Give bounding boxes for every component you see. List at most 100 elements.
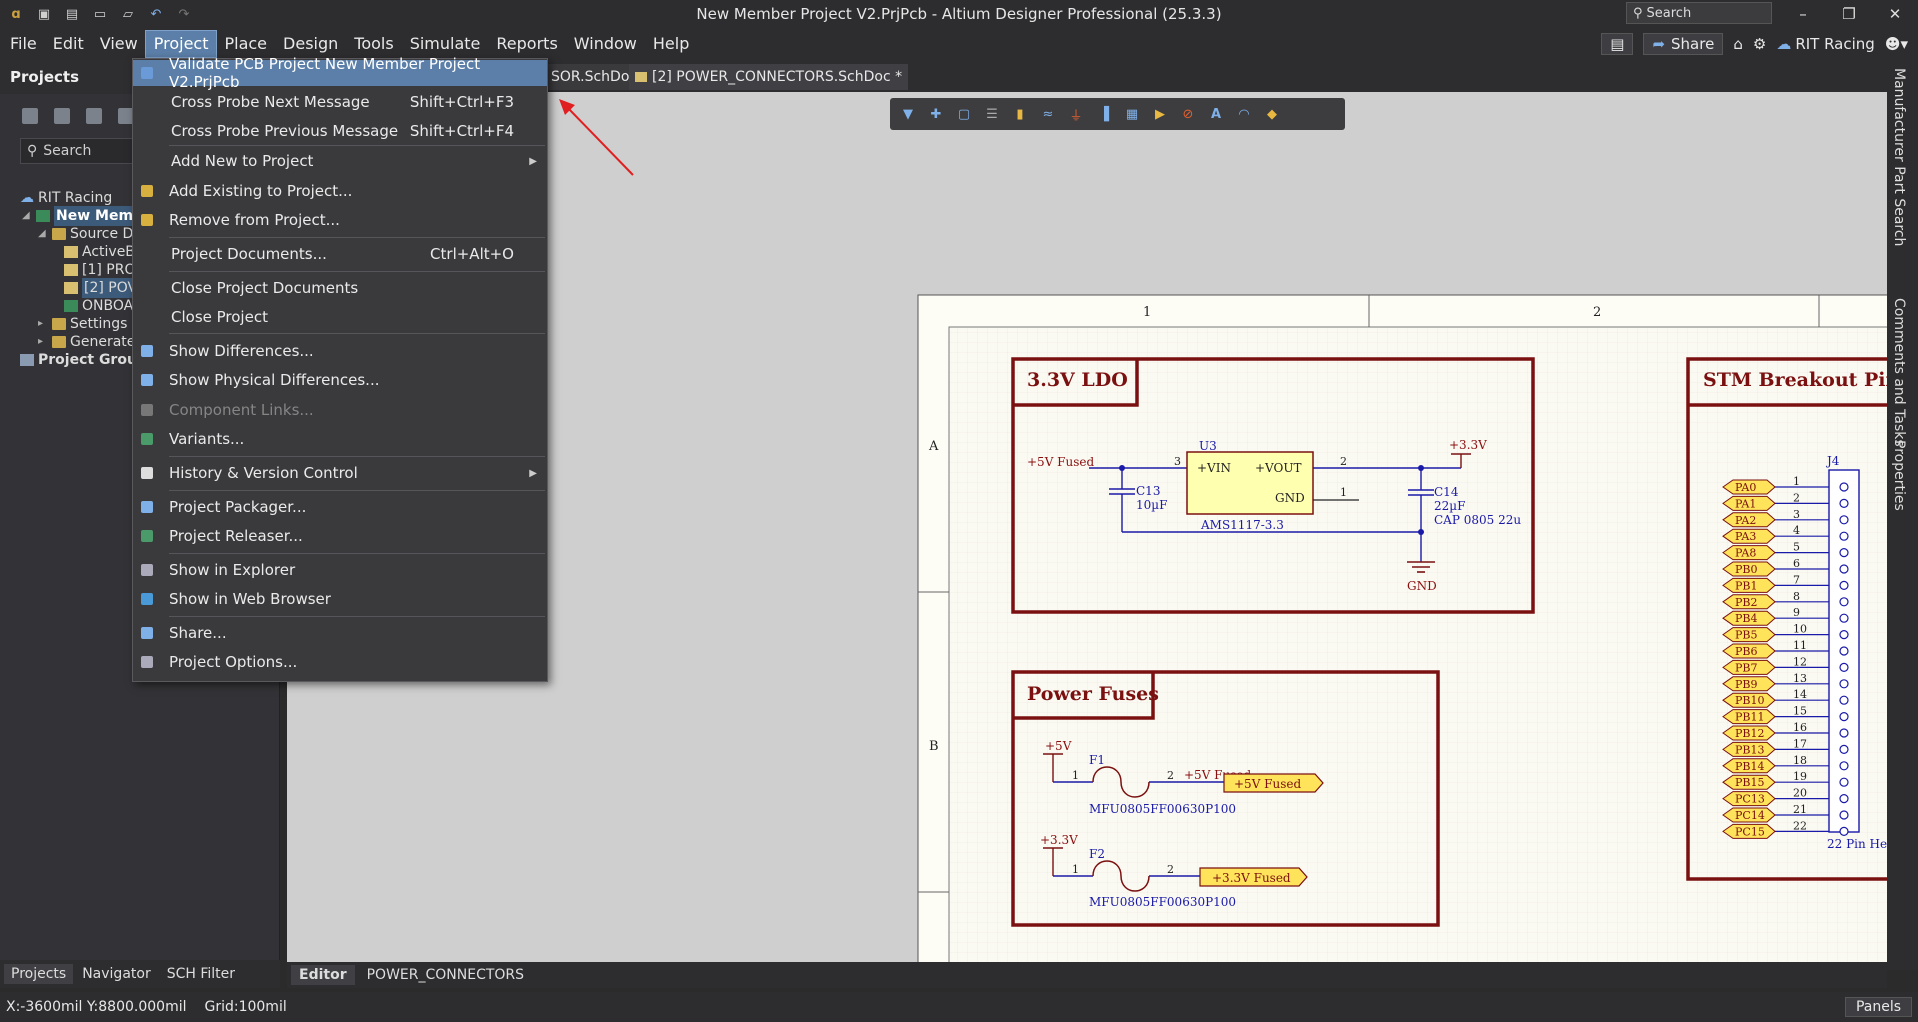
select-box-icon[interactable]: ▢ [957,106,971,122]
menu-reports[interactable]: Reports [496,34,558,53]
folder-icon[interactable] [86,108,102,124]
tree-item-settings[interactable]: ▸Settings [38,314,127,334]
tab-sch-filter[interactable]: SCH Filter [166,966,236,982]
menu-item-close-project-documents[interactable]: Close Project Documents [133,275,547,301]
tree-item-doc-selected[interactable]: [2] POV [64,278,140,298]
expand-arrow-icon[interactable]: ◢ [38,228,46,239]
directive-icon[interactable]: ⊘ [1182,106,1194,122]
menu-item-project-releaser[interactable]: Project Releaser... [133,523,547,549]
shape-icon[interactable]: ◆ [1267,106,1277,122]
tree-item-project-group[interactable]: Project Group [20,350,147,370]
menu-item-project-documents[interactable]: Project Documents...Ctrl+Alt+O [133,241,547,267]
menu-simulate[interactable]: Simulate [409,34,481,53]
menu-edit[interactable]: Edit [52,34,84,53]
tree-item-doc[interactable]: ONBOA [64,296,133,316]
arc-icon[interactable]: ◠ [1238,106,1250,122]
compile-icon[interactable] [54,108,70,124]
save-all-icon[interactable]: ▤ [65,6,79,22]
properties-tab[interactable]: Properties [1891,440,1907,511]
tab-editor[interactable]: Editor [291,965,355,985]
doc-tab-power-connectors[interactable]: [2] POWER_CONNECTORS.SchDoc * [629,64,909,90]
redo-icon[interactable]: ↷ [178,6,190,22]
menu-design[interactable]: Design [283,34,339,53]
tree-item-workspace[interactable]: ☁RIT Racing [20,188,112,208]
menu-file[interactable]: File [10,34,37,53]
menu-item-show-physical-differences[interactable]: Show Physical Differences... [133,367,547,393]
menu-view[interactable]: View [99,34,138,53]
menu-item-validate-pcb-project-new-member-project-v2-prjpcb[interactable]: Validate PCB Project New Member Project … [133,55,547,91]
menu-item-project-options[interactable]: Project Options... [133,649,547,675]
menu-item-project-packager[interactable]: Project Packager... [133,494,547,520]
close-button[interactable]: ✕ [1888,5,1902,23]
save-icon[interactable] [22,108,38,124]
harness-icon[interactable]: ▦ [1125,106,1139,122]
menu-item-variants[interactable]: Variants... [133,426,547,452]
tree-item-generated[interactable]: ▸Generate [38,332,135,352]
menu-help[interactable]: Help [652,34,690,53]
menu-tools[interactable]: Tools [354,34,394,53]
menu-item-show-in-web-browser[interactable]: Show in Web Browser [133,586,547,612]
comments-tasks-tab[interactable]: Comments and Tasks [1891,298,1907,447]
manufacturer-part-search-tab[interactable]: Manufacturer Part Search [1891,68,1907,247]
schematic-canvas[interactable]: 1 2 A B 3.3V LDO +5V Fused C13 10µF 3 U3… [287,92,1887,962]
menu-item-add-new-to-project[interactable]: Add New to Project▶ [133,148,547,174]
text-icon[interactable]: A [1210,106,1222,122]
home-icon[interactable]: ⌂ [1733,35,1743,53]
menu-item-share[interactable]: Share... [133,620,547,646]
open-project-icon[interactable]: ▱ [123,6,133,22]
menu-project[interactable]: Project [144,30,218,58]
doc-tab-sensor[interactable]: SOR.SchDoc [545,64,644,90]
undo-icon[interactable]: ↶ [150,6,162,22]
tree-item-source-docs[interactable]: ◢Source Do [38,224,142,244]
menu-item-close-project[interactable]: Close Project [133,304,547,330]
menu-item-add-existing-to-project[interactable]: Add Existing to Project... [133,178,547,204]
comments-button[interactable]: ▤ [1601,33,1634,55]
stm-breakout-section[interactable]: STM Breakout Pins J4 22 Pin He PA01PA12P… [1686,357,1887,881]
gear-icon[interactable]: ⚙ [1752,35,1767,53]
tree-item-doc[interactable]: ActiveB [64,242,135,262]
workspace-button[interactable]: ☁RIT Racing [1776,35,1875,53]
minimize-button[interactable]: – [1799,5,1807,23]
folder-open-icon[interactable] [118,108,134,124]
tab-projects[interactable]: Projects [4,964,74,984]
menu-window[interactable]: Window [573,34,637,53]
tree-item-doc[interactable]: [1] PRO [64,260,135,280]
tab-navigator[interactable]: Navigator [82,966,151,982]
collapse-arrow-icon[interactable]: ▸ [38,336,44,347]
save-icon[interactable]: ▣ [37,6,51,22]
share-button[interactable]: ➦Share [1643,33,1724,55]
collapse-arrow-icon[interactable]: ▸ [38,318,44,329]
part-icon[interactable]: ▮ [1016,106,1024,122]
open-folder-icon[interactable]: ▭ [93,6,107,22]
menu-item-remove-from-project[interactable]: Remove from Project... [133,207,547,233]
menu-item-history-version-control[interactable]: History & Version Control▶ [133,460,547,486]
tab-power-connectors[interactable]: POWER_CONNECTORS [366,967,525,983]
title-search-box[interactable]: ⚲ Search [1626,2,1772,24]
crosshair-icon[interactable]: ✚ [930,106,942,122]
menu-item-show-differences[interactable]: Show Differences... [133,338,547,364]
restore-button[interactable]: ❐ [1842,5,1856,23]
menu-place[interactable]: Place [224,34,268,53]
align-icon[interactable]: ☰ [986,106,998,122]
power-fuses-section[interactable]: Power Fuses +5V 1 F1 2 +5V Fused +5V Fus… [1011,670,1440,927]
